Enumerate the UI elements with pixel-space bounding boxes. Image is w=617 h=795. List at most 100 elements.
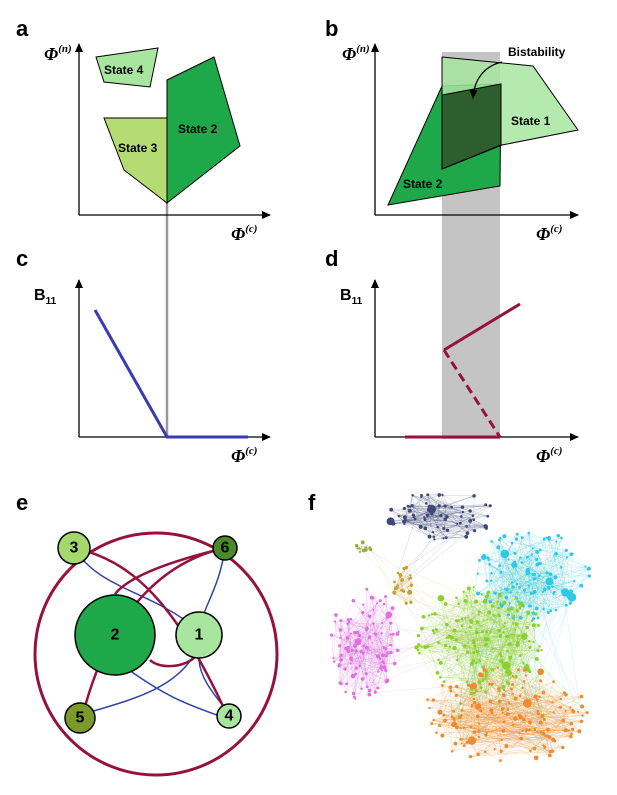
network-edge [440, 598, 472, 689]
network-node [465, 525, 468, 528]
network-edge [485, 601, 499, 693]
network-edge [350, 645, 356, 659]
node-2[interactable]: 2 [74, 594, 156, 676]
network-edge [506, 556, 528, 590]
network-node [426, 698, 429, 702]
network-edge [446, 624, 487, 673]
network-node [514, 675, 518, 679]
network-edge [500, 572, 544, 746]
network-node [484, 733, 488, 737]
network-edge [449, 562, 515, 637]
network-edge [434, 627, 528, 634]
network-edge [463, 721, 582, 729]
network-edge [350, 619, 378, 657]
network-node [501, 693, 506, 697]
node-6[interactable]: 6 [212, 535, 238, 561]
network-edge [471, 703, 528, 707]
network-node [436, 525, 439, 529]
network-node [454, 693, 458, 697]
network-edge [517, 533, 547, 538]
network-edge [542, 591, 556, 611]
network-edge [470, 747, 563, 757]
network-edge [412, 495, 440, 507]
network-edge [508, 554, 532, 616]
network-edge [438, 642, 579, 712]
network-edge [483, 557, 534, 619]
network-edge [363, 645, 387, 682]
network-edge [488, 559, 514, 624]
network-edge [347, 623, 353, 651]
network-edge [440, 662, 483, 681]
network-node [474, 703, 482, 710]
network-node [402, 566, 406, 571]
network-edge [462, 707, 571, 740]
network-edge [440, 598, 509, 610]
network-edge [464, 745, 486, 752]
network-edge [465, 618, 475, 643]
network-edge [504, 721, 538, 733]
network-edge [509, 608, 513, 645]
network-node [534, 657, 539, 661]
network-edge [490, 580, 530, 607]
network-node [385, 611, 393, 619]
node-4[interactable]: 4 [216, 703, 242, 729]
network-node [426, 493, 430, 497]
network-edge [528, 533, 532, 555]
network-node [381, 669, 384, 672]
network-node [428, 706, 431, 710]
network-node [497, 628, 501, 633]
network-edge [500, 537, 522, 563]
network-edge [340, 655, 383, 663]
network-edge [390, 516, 447, 522]
network-edge [550, 594, 569, 611]
network-edge [522, 687, 561, 700]
network-node [329, 633, 334, 637]
network-node [484, 503, 488, 507]
network-edge [466, 601, 539, 626]
network-node [522, 588, 526, 592]
network-node [541, 731, 546, 736]
network-edge [494, 593, 509, 616]
network-node [516, 642, 519, 646]
network-edge [420, 519, 446, 528]
node-5[interactable]: 5 [64, 702, 96, 734]
network-edge [385, 596, 395, 664]
network-edge [508, 598, 517, 684]
node-3[interactable]: 3 [57, 531, 91, 565]
network-edge [484, 668, 550, 756]
network-edge [427, 494, 461, 524]
network-node [587, 574, 591, 578]
node-1[interactable]: 1 [175, 611, 223, 659]
network-edge [417, 649, 482, 688]
network-node [462, 644, 467, 648]
network-node [440, 683, 444, 687]
network-edge [478, 729, 573, 755]
network-node [531, 617, 536, 621]
network-edge [461, 710, 541, 723]
network-node [502, 631, 505, 634]
network-edge [421, 496, 468, 534]
network-edge [460, 709, 573, 740]
network-edge [338, 658, 381, 667]
network-edge [477, 573, 553, 588]
network-edge [484, 555, 534, 614]
network-edge [471, 618, 534, 689]
network-node [514, 628, 517, 632]
network-edge [356, 545, 371, 549]
network-edge [449, 614, 499, 647]
network-node [522, 668, 527, 672]
network-node [486, 637, 490, 642]
network-edge [513, 548, 534, 566]
network-edge [428, 509, 487, 529]
network-node [564, 548, 568, 552]
network-edge [401, 580, 404, 591]
network-node [490, 604, 495, 608]
network-node [466, 586, 471, 591]
network-edge [355, 617, 388, 675]
network-edge [459, 716, 545, 720]
network-edge [463, 591, 505, 624]
network-edge [489, 564, 491, 602]
network-node [355, 630, 360, 635]
network-edge [369, 634, 394, 691]
network-edge [400, 574, 410, 593]
